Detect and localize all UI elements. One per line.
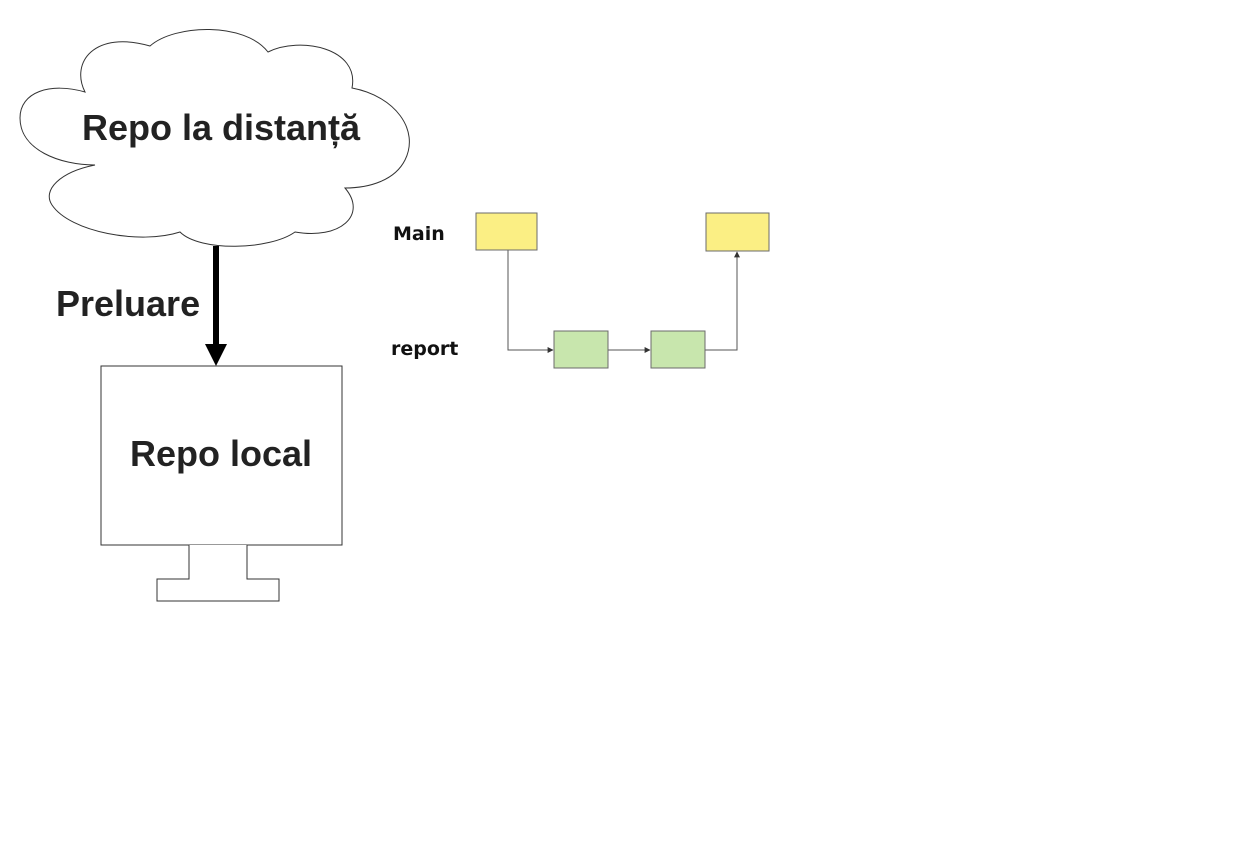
monitor-icon: [100, 365, 343, 546]
local-repo-monitor: Repo local: [100, 365, 343, 602]
main-commit-1: [475, 212, 538, 251]
fetch-arrow-head: [205, 344, 227, 366]
cloud-icon: [19, 29, 410, 247]
remote-repo-label: Repo la distanță: [82, 107, 361, 149]
branch-connectors: [507, 250, 740, 353]
local-repo-label: Repo local: [130, 433, 312, 474]
fetch-arrow: [205, 246, 227, 366]
remote-repo-cloud: Repo la distanță: [19, 29, 410, 247]
report-branch-label: report: [391, 338, 458, 360]
report-commit-2: [650, 330, 706, 369]
fetch-label: Preluare: [56, 283, 200, 324]
commit-nodes: [475, 212, 770, 369]
branch-off-connector: [507, 250, 554, 353]
merge-connector: [705, 251, 740, 351]
report-commit-1: [553, 330, 609, 369]
monitor-stand: [156, 545, 280, 602]
main-branch-label: Main: [393, 223, 445, 245]
main-commit-2: [705, 212, 770, 252]
